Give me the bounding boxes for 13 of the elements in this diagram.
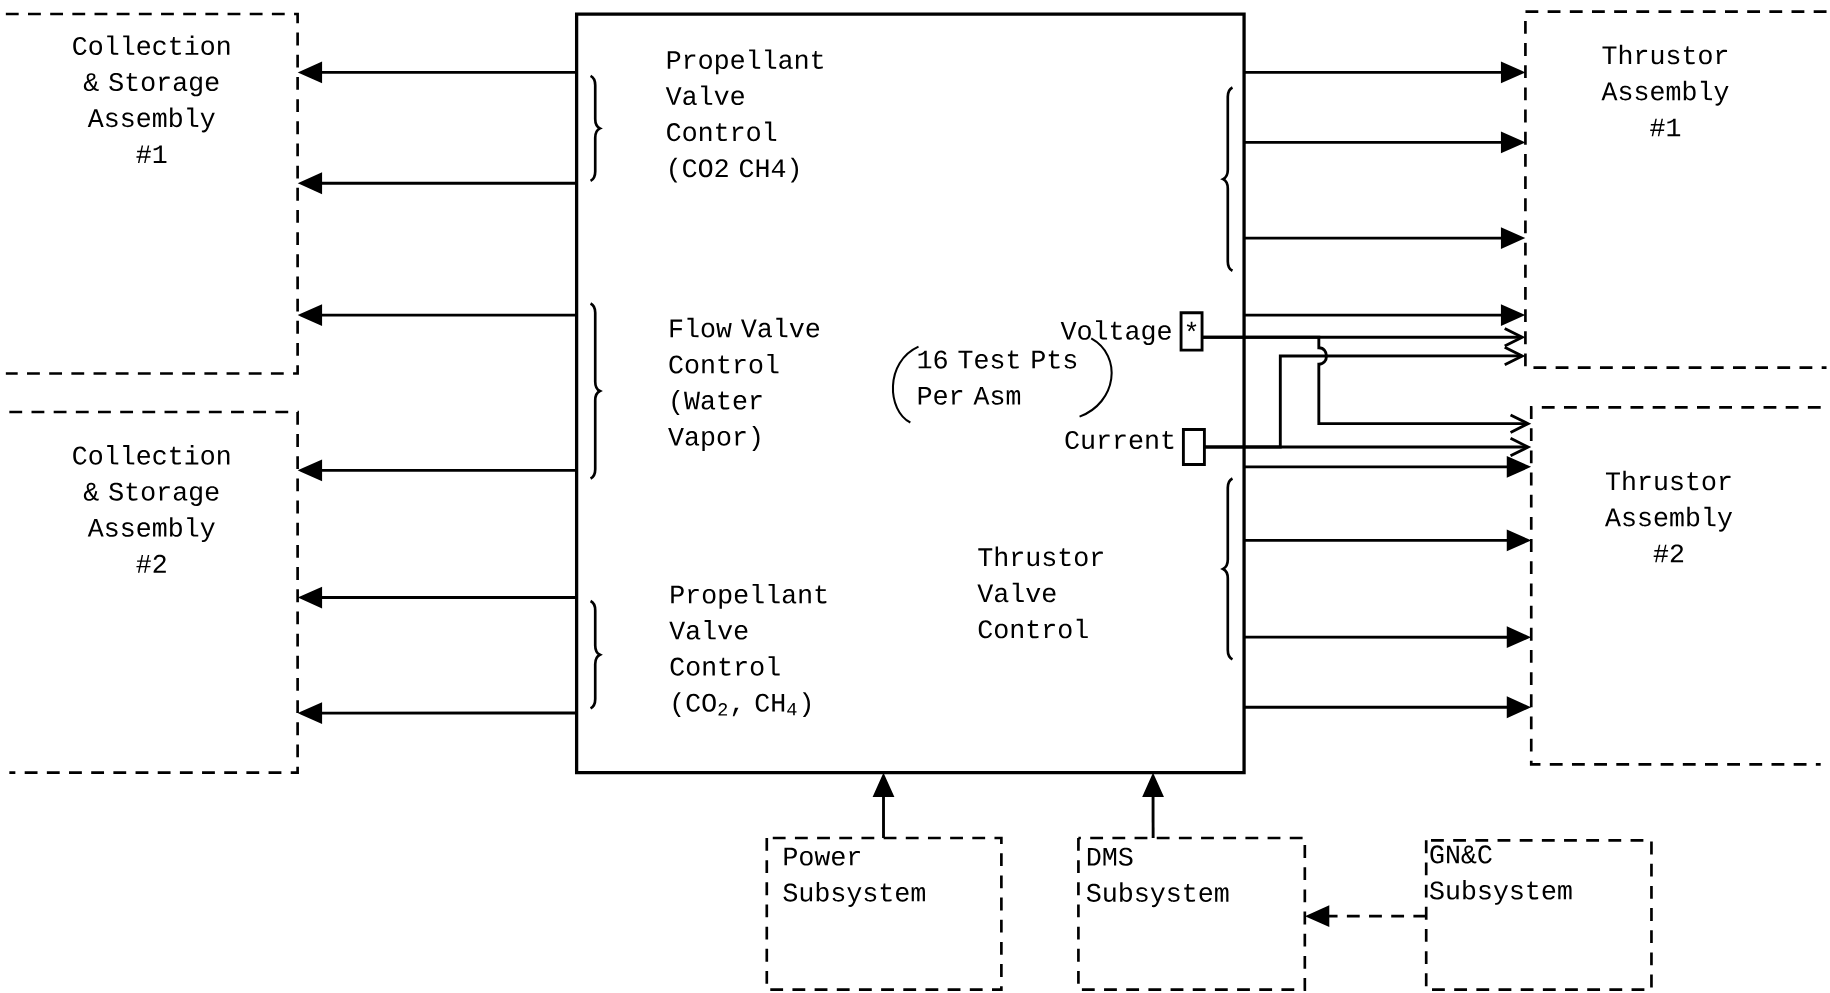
sensor-box: *: [1179, 311, 1204, 352]
subsystem-box: GN&C Subsystem: [1424, 838, 1653, 991]
arrow: [1204, 436, 1532, 457]
subsystem-box: DMS Subsystem: [1077, 836, 1307, 991]
sensor-label: Voltage: [1060, 320, 1171, 345]
sensor-box: [1181, 427, 1206, 466]
subsystem-box: Power Subsystem: [765, 836, 1003, 991]
assembly-box: Collection & Storage Assembly #1: [5, 12, 299, 375]
sensor-label: Current: [1065, 430, 1174, 449]
assembly-box: Thrustor Assembly #1: [1524, 10, 1827, 369]
assembly-box: Collection & Storage Assembly #2: [9, 410, 299, 774]
assembly-box: Thrustor Assembly #2: [1529, 405, 1821, 766]
arrow: [1202, 335, 1532, 434]
